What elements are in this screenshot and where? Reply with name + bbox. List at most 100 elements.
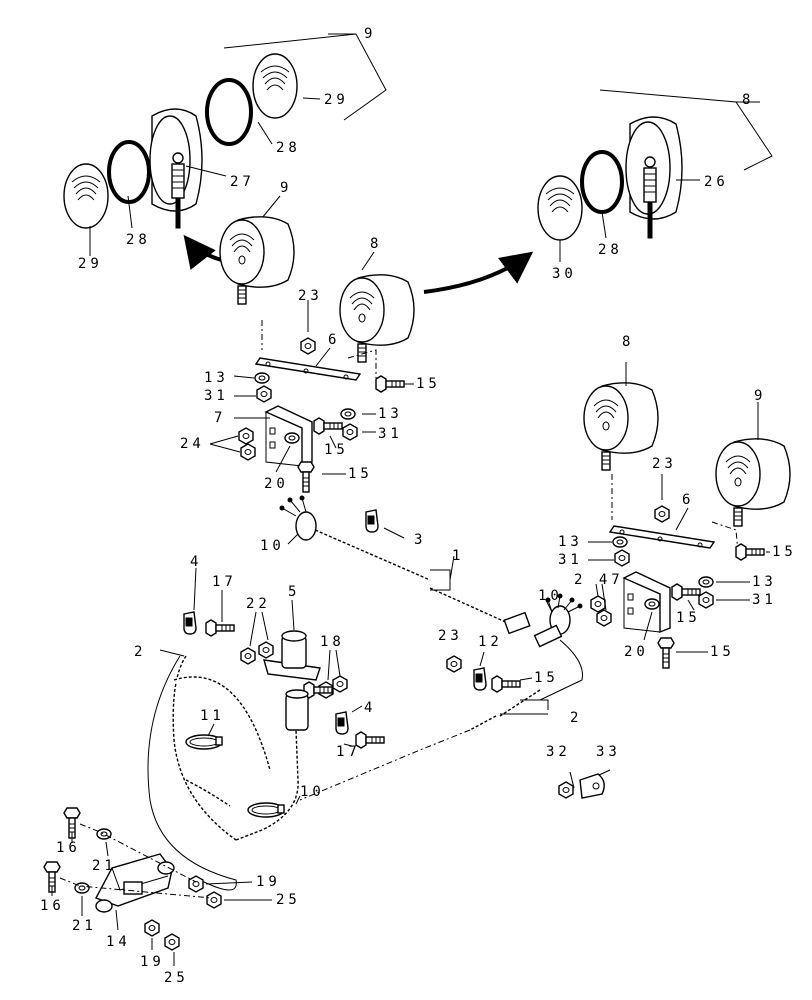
washer-21-a — [96, 828, 112, 840]
nut-31-right-b — [698, 591, 714, 609]
nut-23-right — [654, 505, 670, 523]
nut-31-left-b — [342, 423, 358, 441]
bulb-26 — [644, 156, 656, 168]
callout-12: 12 — [478, 634, 503, 650]
leader-9-bracket — [223, 33, 387, 121]
callout-13: 13 — [752, 574, 777, 590]
nut-19-b — [144, 919, 160, 937]
clamp-11 — [185, 734, 223, 750]
callout-32: 32 — [546, 744, 571, 760]
callout-26: 26 — [704, 174, 729, 190]
left-mount-group: 23 6 13 31 15 7 13 24 31 15 20 15 — [180, 288, 441, 493]
callout-15: 15 — [324, 442, 349, 458]
callout-15: 15 — [676, 610, 701, 626]
harness-2-right-b — [469, 715, 497, 731]
callout-18: 18 — [320, 634, 345, 650]
callout-21: 21 — [92, 858, 117, 874]
callout-6: 6 — [682, 492, 694, 508]
callout-15: 15 — [772, 544, 797, 560]
lens-29-right — [252, 53, 298, 119]
callout-3: 3 — [414, 532, 426, 548]
lens-29-left — [63, 163, 109, 229]
lamp-9-right — [715, 438, 791, 527]
callout-4: 4 — [364, 700, 376, 716]
callout-20: 20 — [264, 476, 289, 492]
callout-28: 28 — [598, 242, 623, 258]
callout-29: 29 — [324, 92, 349, 108]
callout-25: 25 — [276, 892, 301, 908]
callout-9: 9 — [364, 26, 376, 42]
nut-31-right — [614, 549, 630, 567]
callout-19: 19 — [140, 954, 165, 970]
callout-2: 2 — [570, 710, 582, 726]
clamp-33 — [558, 773, 605, 799]
callout-10: 10 — [260, 538, 285, 554]
callout-8: 8 — [622, 334, 634, 350]
washer-20-left — [284, 432, 300, 444]
lamp-8-exploded-group: 8 26 28 30 8 — [339, 89, 773, 363]
callout-23: 23 — [438, 628, 463, 644]
callout-28: 28 — [126, 232, 151, 248]
move-arrow-8 — [423, 251, 534, 294]
bolt-15-left-a — [375, 375, 405, 393]
flasher-5 — [263, 630, 321, 681]
bracket-6-left — [255, 357, 361, 381]
washer-13-left-b — [340, 408, 356, 420]
callout-2-47: 2 47 — [574, 572, 624, 588]
gasket-28-right — [205, 78, 253, 146]
callout-6: 6 — [328, 332, 340, 348]
callout-21: 21 — [72, 918, 97, 934]
washer-13-left — [254, 372, 270, 384]
callout-2: 2 — [134, 644, 146, 660]
nut-22-b — [258, 641, 274, 659]
washer-13-right — [612, 536, 628, 548]
callout-16: 16 — [56, 840, 81, 856]
nut-25-a — [206, 891, 222, 909]
switch-cable — [147, 655, 237, 891]
callout-30: 30 — [552, 266, 577, 282]
callout-9: 9 — [754, 388, 766, 404]
callout-24: 24 — [180, 436, 205, 452]
callout-19: 19 — [256, 874, 281, 890]
clamp-10 — [247, 802, 285, 818]
main-harness-group: 10 3 1 — [260, 495, 531, 635]
clip-3 — [365, 509, 379, 533]
bolt-15-left-c — [297, 461, 315, 493]
lamp-8-right — [583, 382, 659, 471]
right-mount-group: 8 9 23 6 13 31 15 2 47 13 31 15 20 15 — [558, 334, 797, 669]
nut-31-left — [256, 385, 272, 403]
washer-13-right-b — [698, 576, 714, 588]
bolt-17-top — [205, 619, 235, 637]
callout-1: 1 — [452, 548, 464, 564]
lamp-9 — [219, 216, 295, 305]
gasket-28-left — [107, 140, 151, 204]
nut-24-right-b — [596, 609, 612, 627]
lower-left-group: 4 17 22 5 18 2 11 4 17 10 16 21 16 21 14… — [40, 554, 385, 986]
callout-28: 28 — [276, 140, 301, 156]
callout-15: 15 — [534, 670, 559, 686]
washer-20-right — [644, 598, 660, 610]
nut-25-b — [164, 933, 180, 951]
callout-4: 4 — [190, 554, 202, 570]
callout-9: 9 — [280, 180, 292, 196]
connector-switch — [285, 693, 309, 731]
callout-10: 10 — [538, 588, 563, 604]
clip-12 — [473, 667, 487, 691]
nut-24-b — [240, 443, 256, 461]
harness-1-a — [305, 525, 431, 581]
bolt-15-right-c — [657, 637, 675, 669]
callout-13: 13 — [204, 370, 229, 386]
callout-31: 31 — [752, 592, 777, 608]
harness-1-b — [429, 587, 511, 625]
callout-16: 16 — [40, 898, 65, 914]
nut-19-a — [188, 875, 204, 893]
wire-27 — [175, 197, 181, 229]
callout-15: 15 — [348, 466, 373, 482]
callout-22: 22 — [246, 596, 271, 612]
callout-11: 11 — [200, 708, 225, 724]
lamp-8 — [339, 274, 415, 363]
lens-30 — [537, 175, 583, 241]
bolt-15-left-b — [313, 417, 343, 435]
callout-15: 15 — [416, 376, 441, 392]
